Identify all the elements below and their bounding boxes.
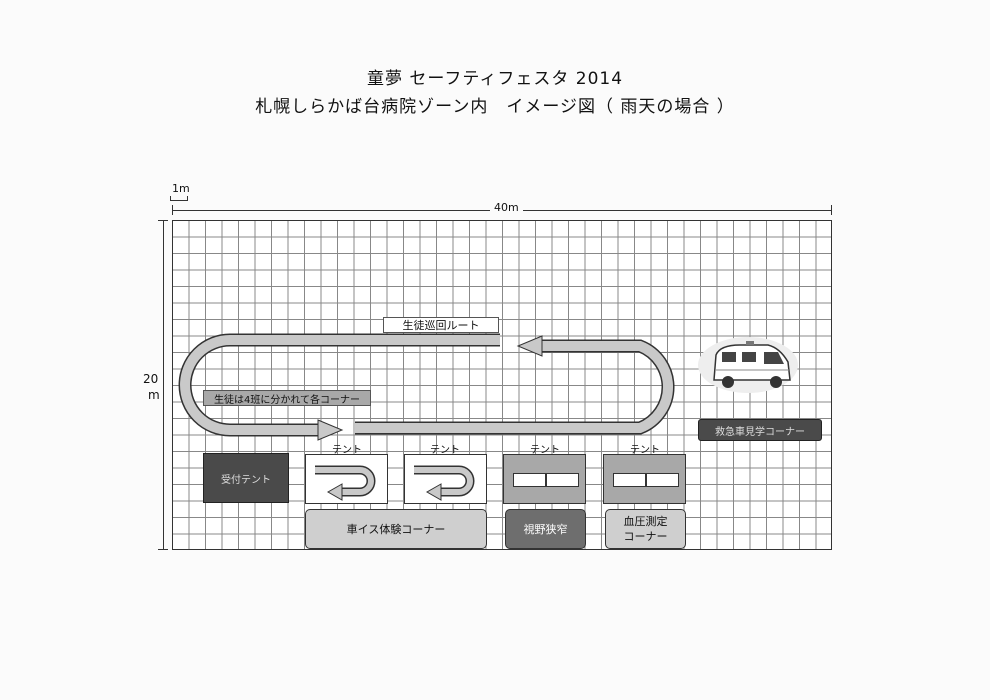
- height-dimension-tick-bottom: [158, 549, 168, 550]
- return-route-arrowhead-left: [516, 335, 543, 357]
- patrol-route-label: 生徒巡回ルート: [383, 317, 499, 333]
- tent-label-1: テント: [332, 445, 362, 456]
- uturn-arrow-icon-1: [315, 465, 376, 501]
- tent-3-table-right: [546, 473, 579, 487]
- blood-pressure-corner-line-2: コーナー: [623, 530, 668, 543]
- tent-3: [503, 454, 586, 504]
- title-line-1: 童夢 セーフティフェスタ 2014: [366, 69, 624, 89]
- width-dimension-tick-left: [172, 205, 173, 215]
- patrol-route-loop-fill: [180, 335, 500, 435]
- groups-label: 生徒は4班に分かれて各コーナー: [203, 390, 371, 406]
- reception-tent: 受付テント: [203, 453, 289, 503]
- vision-corner: 視野狭窄: [505, 509, 586, 549]
- tent-4-table-left: [613, 473, 646, 487]
- blood-pressure-corner-line-1: 血圧測定: [623, 515, 668, 528]
- tent-4-table-right: [646, 473, 679, 487]
- unit-scale-label: 1m: [172, 182, 190, 195]
- height-dimension-label-top: 20: [143, 372, 159, 386]
- blood-pressure-corner: 血圧測定 コーナー: [605, 509, 686, 549]
- return-route-loop-fill: [355, 341, 674, 433]
- tent-4: [603, 454, 686, 504]
- tent-label-3: テント: [530, 445, 560, 456]
- height-dimension-label-bottom: m: [148, 388, 160, 402]
- tent-label-2: テント: [430, 445, 460, 456]
- title-line-2: 札幌しらかば台病院ゾーン内 イメージ図（ 雨天の場合 ）: [255, 97, 735, 117]
- patrol-route-arrowhead-right: [317, 419, 344, 441]
- tent-3-table-left: [513, 473, 546, 487]
- height-dimension-tick-top: [158, 220, 168, 221]
- wheelchair-corner: 車イス体験コーナー: [305, 509, 487, 549]
- height-dimension-line: [163, 220, 164, 550]
- tent-label-4: テント: [630, 445, 660, 456]
- width-dimension-tick-right: [831, 205, 832, 215]
- ambulance-corner: 救急車見学コーナー: [698, 419, 822, 441]
- width-dimension-label: 40m: [490, 201, 523, 214]
- uturn-arrow-icon-2: [414, 465, 475, 501]
- unit-scale-bar: [170, 196, 188, 201]
